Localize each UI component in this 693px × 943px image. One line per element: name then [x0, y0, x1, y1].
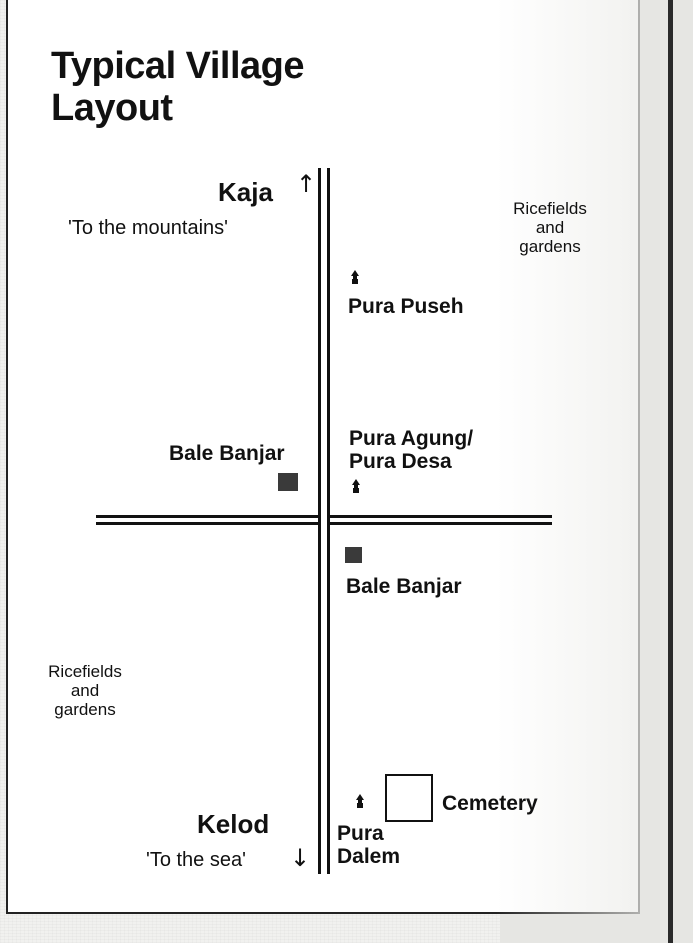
east-west-road-bottom-line-east — [330, 522, 552, 525]
kelod-meaning: 'To the sea' — [146, 849, 246, 871]
down-arrow-icon: ↓ — [290, 844, 311, 872]
title-line-1: Typical Village — [51, 45, 305, 87]
pura-dalem-label: Pura Dalem — [337, 822, 401, 868]
diagram-title: Typical Village Layout — [51, 45, 431, 129]
ricefields-west-label: Ricefields and gardens — [48, 662, 122, 719]
bale-banjar-east-square-icon — [345, 547, 362, 563]
pura-dalem-temple-icon — [356, 794, 364, 808]
bale-banjar-west-label: Bale Banjar — [169, 442, 285, 465]
pura-agung-temple-icon — [352, 479, 360, 493]
east-west-road-top-line-east — [330, 515, 552, 518]
up-arrow-icon: ↑ — [296, 170, 317, 198]
bale-banjar-east-label: Bale Banjar — [346, 575, 462, 598]
column-rule — [668, 0, 673, 943]
north-south-road-left-line — [318, 168, 321, 874]
kaja-meaning: 'To the mountains' — [68, 217, 228, 239]
east-west-road-bottom-line-west — [96, 522, 318, 525]
pura-puseh-label: Pura Puseh — [348, 295, 464, 318]
bale-banjar-west-square-icon — [278, 473, 298, 491]
kaja-label: Kaja — [218, 177, 273, 207]
title-line-2: Layout — [51, 87, 173, 129]
north-south-road-right-line — [327, 168, 330, 874]
east-west-road-top-line-west — [96, 515, 318, 518]
diagram-panel — [6, 0, 640, 914]
kelod-label: Kelod — [197, 809, 270, 839]
pura-puseh-temple-icon — [351, 270, 359, 284]
pura-agung-label: Pura Agung/ Pura Desa — [349, 427, 474, 473]
ricefields-east-label: Ricefields and gardens — [513, 199, 587, 256]
cemetery-label: Cemetery — [442, 792, 538, 815]
cemetery-box-icon — [385, 774, 433, 822]
